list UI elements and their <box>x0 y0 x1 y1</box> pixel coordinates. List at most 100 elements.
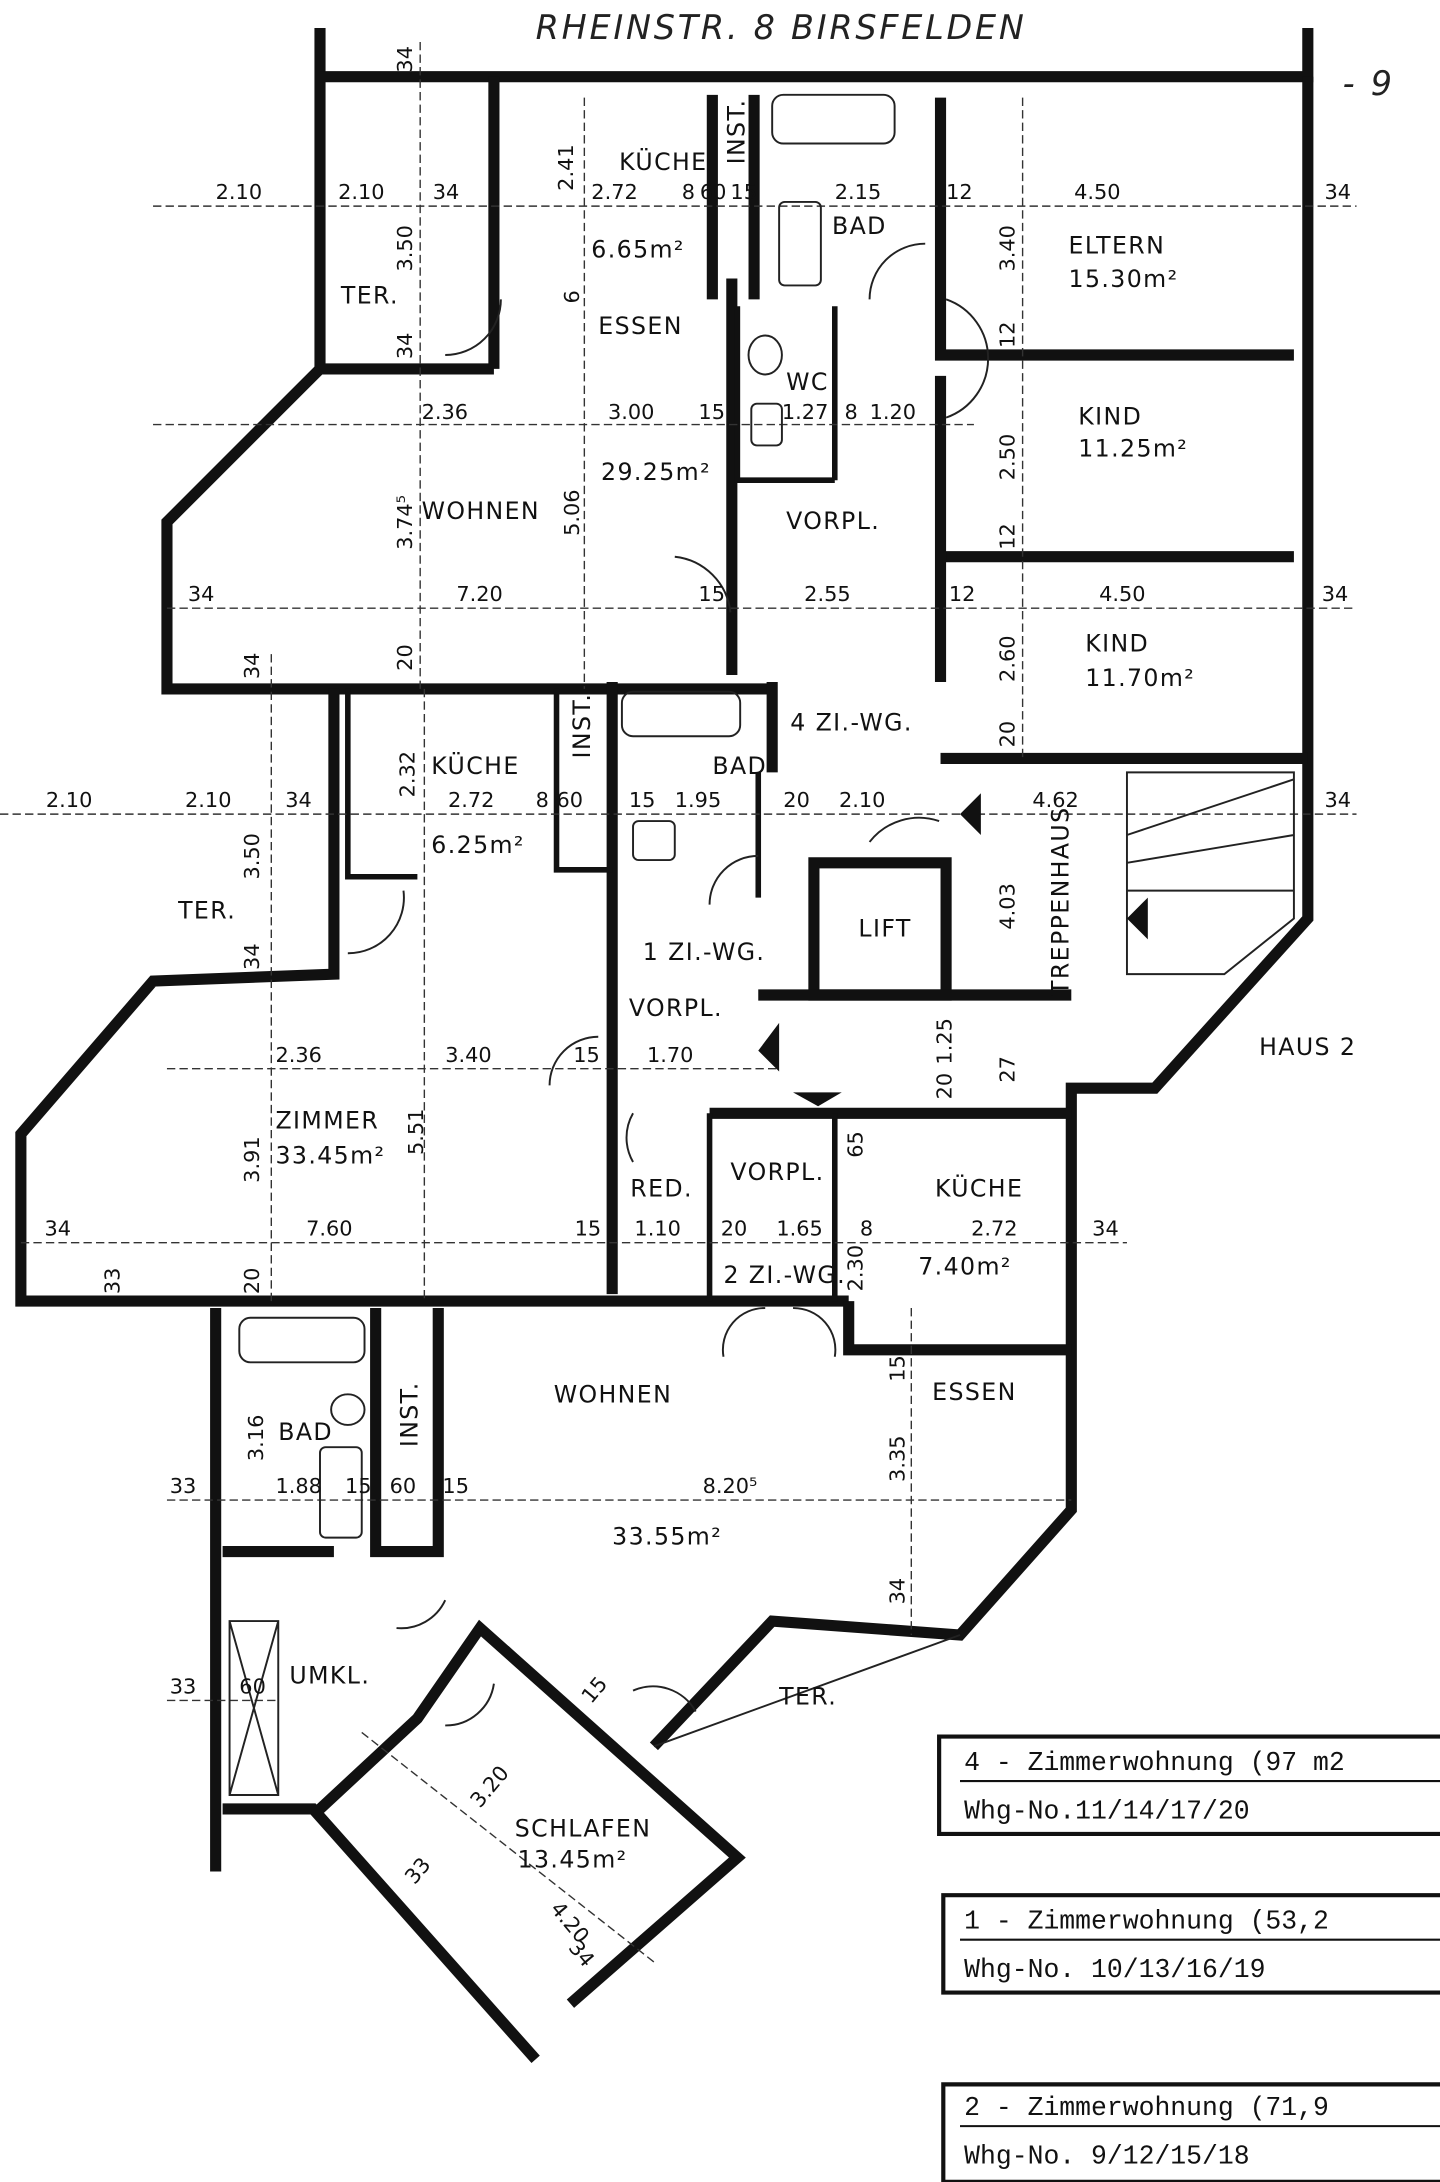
dimension: 2.55 <box>804 582 850 606</box>
dimension: 34 <box>240 653 264 680</box>
room-label: SCHLAFEN <box>515 1815 652 1843</box>
dimension: 1.95 <box>675 788 721 812</box>
dimension: 3.40 <box>445 1043 491 1067</box>
dimension: 34 <box>285 788 312 812</box>
dimension: 15 <box>573 1043 600 1067</box>
dimension: 4.03 <box>995 883 1019 929</box>
room-label: RED. <box>630 1175 693 1203</box>
dimension: 2.60 <box>995 636 1019 682</box>
stairs-icon <box>1125 771 1295 976</box>
lift-label: LIFT <box>858 915 911 943</box>
dimension: 20 <box>995 721 1019 748</box>
dimension: 3.50 <box>240 833 264 879</box>
dimension: 15 <box>575 1217 602 1241</box>
dimension: 34 <box>393 46 417 73</box>
dimension: 2.72 <box>448 788 494 812</box>
dimension: 1.65 <box>776 1217 822 1241</box>
room-label: KIND <box>1085 629 1149 657</box>
door-swing <box>625 1112 634 1163</box>
arrow-icon <box>758 1022 780 1072</box>
dimension: 3.20 <box>465 1761 513 1812</box>
dimension: 2.30 <box>844 1245 868 1291</box>
entrance-door-swing <box>721 1307 837 1357</box>
room-label: KÜCHE <box>431 752 519 780</box>
dimension: 12 <box>995 523 1019 550</box>
closet-icon <box>228 1620 280 1796</box>
dimension: 2.50 <box>995 434 1019 480</box>
room-area: 29.25m² <box>601 458 711 486</box>
room-label: VORPL. <box>629 994 723 1022</box>
room-area: 33.55m² <box>612 1523 722 1551</box>
dimension-lines <box>0 41 1357 1963</box>
door-swing <box>548 1035 599 1086</box>
bathtub-icon <box>238 1316 366 1364</box>
dimension: 15 <box>629 788 656 812</box>
dimension: 15 <box>698 400 725 424</box>
room-area: 7.40m² <box>918 1253 1012 1281</box>
room-label: WOHNEN <box>422 497 540 525</box>
dimension: 60 <box>239 1674 266 1698</box>
toilet-icon <box>330 1393 366 1426</box>
door-swing <box>445 299 502 356</box>
room-label: KÜCHE <box>619 148 707 176</box>
legend-numbers: Whg-No.11/14/17/20 <box>964 1797 1249 1827</box>
dimension: 27 <box>995 1056 1019 1083</box>
dimension: 2.10 <box>46 788 92 812</box>
legend-numbers: Whg-No. 10/13/16/19 <box>964 1955 1265 1985</box>
bathtub-icon <box>771 93 896 145</box>
legend-title: 4 - Zimmerwohnung (97 m2 <box>964 1748 1345 1778</box>
dimension: 4.50 <box>1099 582 1145 606</box>
door-swing <box>632 1685 697 1712</box>
arrow-icon <box>793 1092 842 1107</box>
room-label: VORPL. <box>730 1158 824 1186</box>
room-label: WC <box>786 368 829 396</box>
sink-icon <box>750 402 783 447</box>
legend-title: 1 - Zimmerwohnung (53,2 <box>964 1907 1329 1937</box>
dimension: 2.10 <box>185 788 231 812</box>
dimension: 34 <box>1322 582 1349 606</box>
room-area: 11.25m² <box>1078 435 1188 463</box>
dimension: 8 <box>536 788 549 812</box>
room-label: INST. <box>395 1381 423 1447</box>
toilet-icon <box>747 334 783 376</box>
dimension: 5.51 <box>404 1109 428 1155</box>
legend-4-room: 4 - Zimmerwohnung (97 m2 Whg-No.11/14/17… <box>937 1734 1440 1837</box>
stairwell-label: TREPPENHAUS <box>1047 807 1075 997</box>
dimension: 34 <box>45 1217 72 1241</box>
dimension: 12 <box>946 180 973 204</box>
dimension: 2.72 <box>971 1217 1017 1241</box>
dimension: 1.25 <box>933 1018 957 1064</box>
page-number: - 9 <box>1343 64 1395 103</box>
dimension: 4.62 <box>1032 788 1078 812</box>
dimension: 34 <box>1092 1217 1119 1241</box>
dimension: 7.60 <box>306 1217 352 1241</box>
dimension: 15 <box>577 1672 612 1708</box>
room-label: INST. <box>722 99 750 165</box>
dimension: 8 <box>845 400 858 424</box>
dimension: 2.10 <box>216 180 262 204</box>
bathtub-icon <box>620 690 742 738</box>
dimension: 2.41 <box>554 144 578 190</box>
dimension: 7.20 <box>456 582 502 606</box>
legend-1-room: 1 - Zimmerwohnung (53,2 Whg-No. 10/13/16… <box>941 1893 1440 1995</box>
dimension: 33 <box>400 1853 435 1889</box>
dimension: 5.06 <box>560 489 584 535</box>
door-swing <box>347 890 405 955</box>
dimension: 2.15 <box>835 180 881 204</box>
door-swing <box>708 854 759 905</box>
dimension: 2.10 <box>839 788 885 812</box>
sink-icon <box>778 200 822 287</box>
dimension: 60 <box>390 1474 417 1498</box>
apartment-label: 1 ZI.-WG. <box>643 938 766 966</box>
room-area: 11.70m² <box>1085 664 1195 692</box>
room-label: VORPL. <box>786 507 880 535</box>
room-area: 6.65m² <box>591 236 685 264</box>
dimension: 15 <box>885 1355 909 1382</box>
dimension: 2.36 <box>422 400 468 424</box>
room-label: TER. <box>778 1683 837 1711</box>
dimension: 34 <box>564 1936 599 1972</box>
dimension: 34 <box>885 1578 909 1605</box>
dimension: 1.27 <box>782 400 828 424</box>
dimension: 2.10 <box>338 180 384 204</box>
dimension: 34 <box>393 333 417 360</box>
